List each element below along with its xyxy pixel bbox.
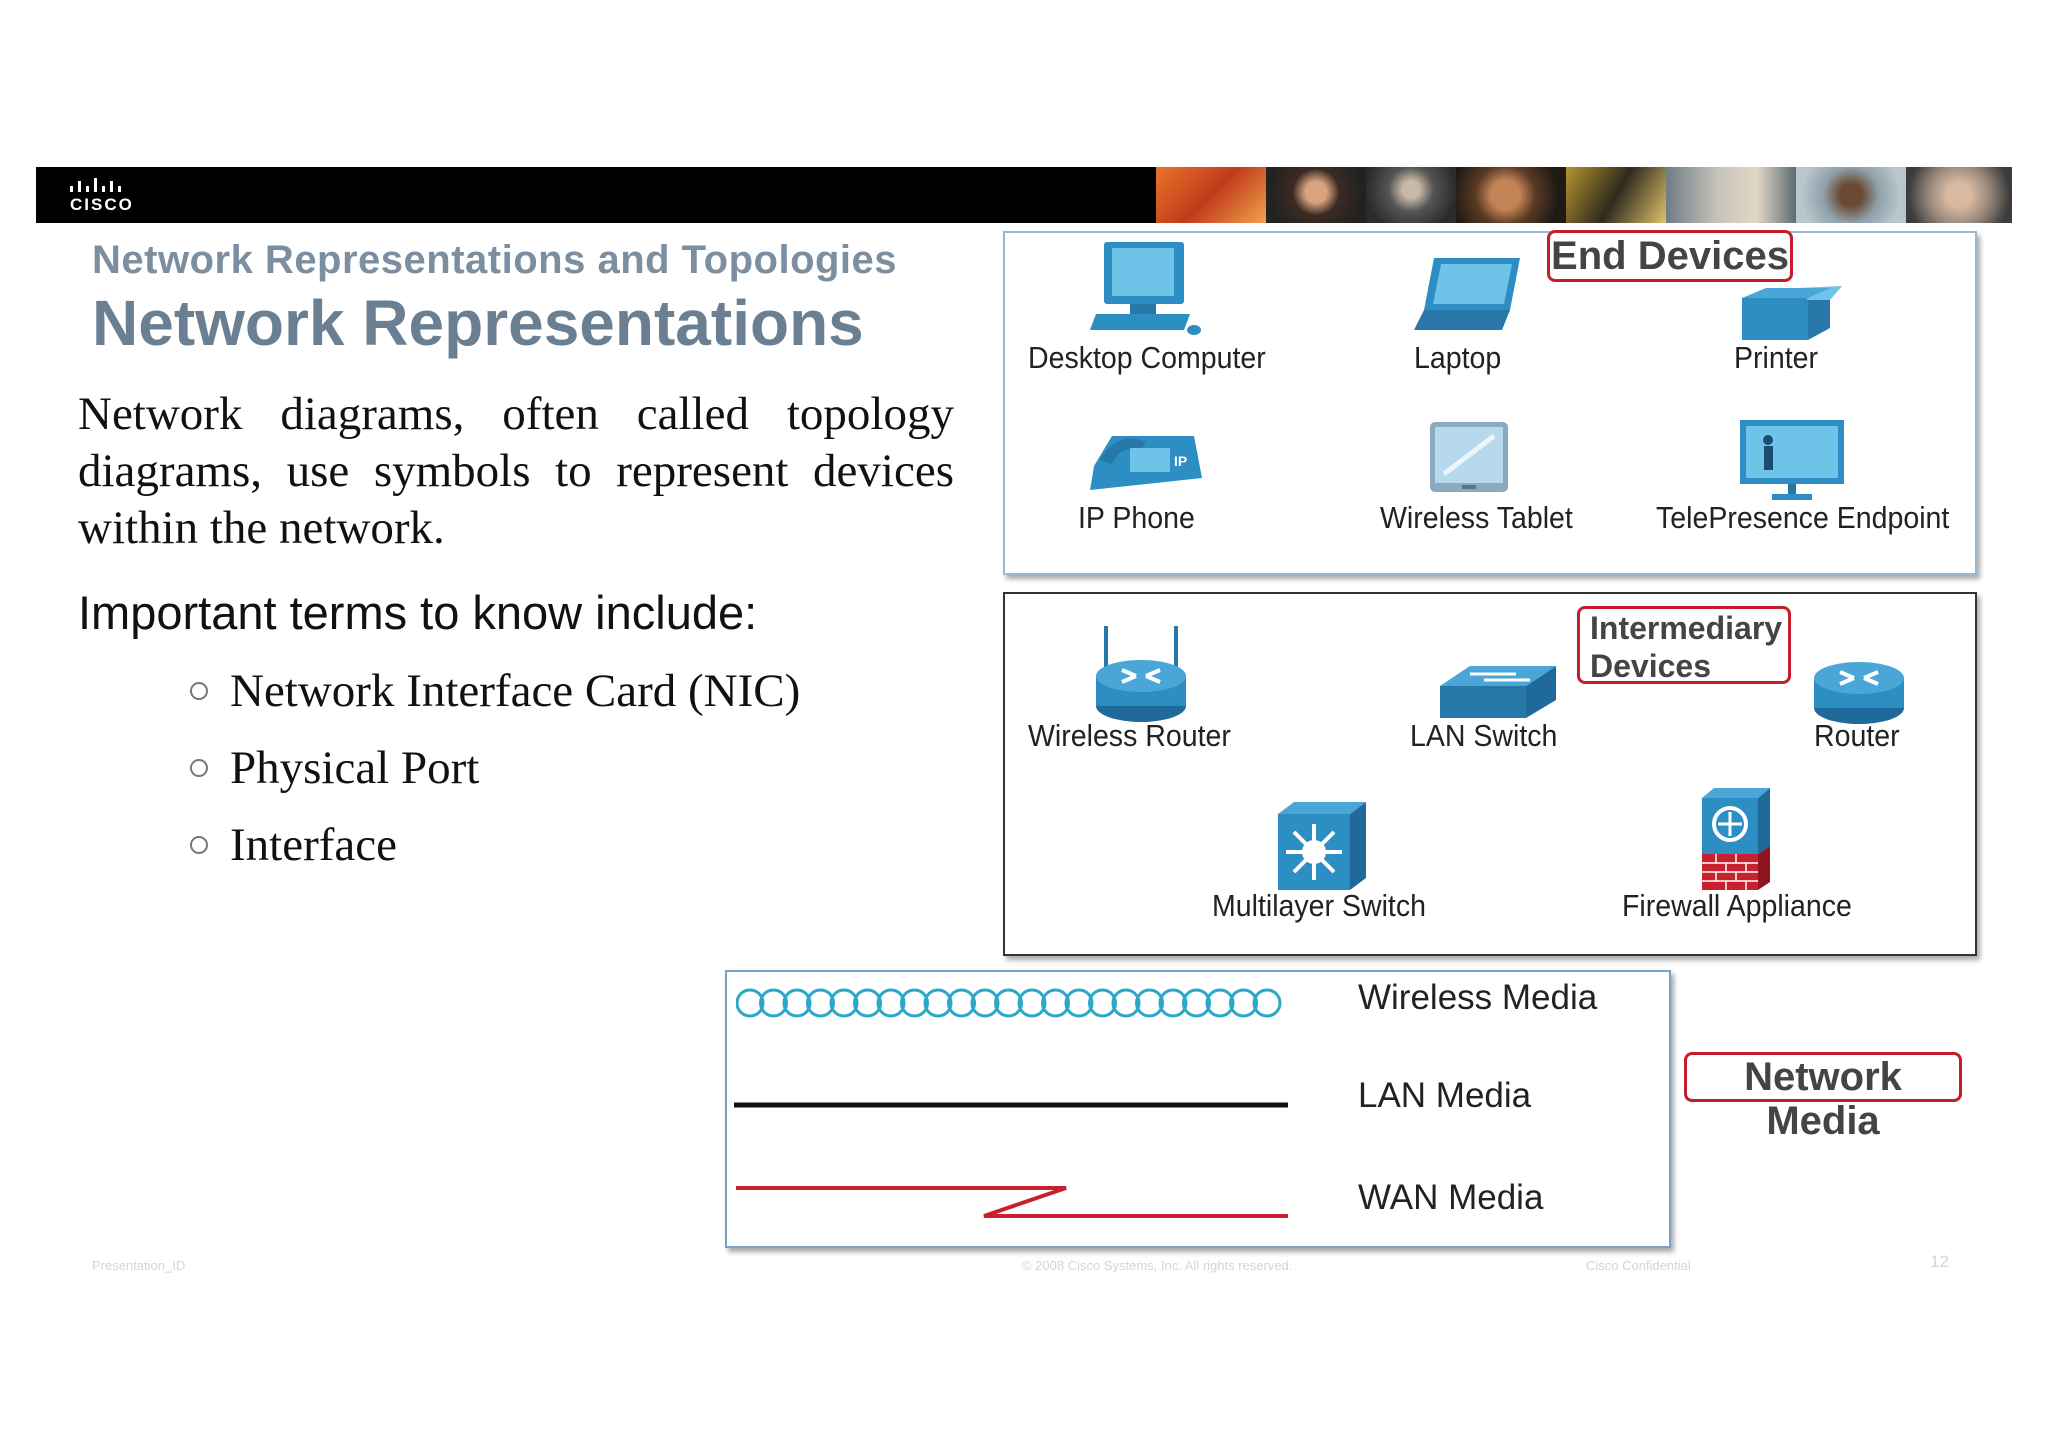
photo-tile (1266, 167, 1366, 223)
cisco-bars-icon (70, 178, 121, 192)
logo-text: CISCO (70, 195, 134, 214)
wireless-loop (1088, 988, 1117, 1018)
term-label: Network Interface Card (NIC) (230, 665, 801, 717)
callout-line: Devices (1590, 648, 1711, 684)
wireless-loop (736, 988, 765, 1018)
device-label: Laptop (1414, 340, 1502, 375)
device-label: Firewall Appliance (1622, 888, 1852, 923)
device-label: Router (1814, 718, 1900, 753)
wireless-loop (1182, 988, 1211, 1018)
lan-switch-icon (1440, 666, 1556, 718)
wireless-loop (970, 988, 1000, 1018)
device-label: TelePresence Endpoint (1656, 500, 1950, 535)
device-label: Printer (1734, 340, 1819, 375)
wireless-loop (1111, 988, 1141, 1018)
photo-tile (1366, 167, 1456, 223)
telepresence-endpoint-icon (1740, 420, 1844, 500)
printer-icon (1742, 286, 1842, 340)
firewall-appliance-icon (1702, 788, 1770, 890)
end-devices-callout: End Devices (1547, 230, 1793, 282)
bullet-circle-icon (190, 682, 208, 701)
wireless-loop (1017, 988, 1047, 1018)
term-item: Network Interface Card (NIC) (190, 664, 800, 718)
terms-heading: Important terms to know include: (78, 586, 758, 639)
device-label: Desktop Computer (1028, 340, 1266, 375)
wireless-tablet-icon (1430, 422, 1508, 492)
device-label: IP Phone (1078, 500, 1195, 535)
slide-subtitle: Network Representations and Topologies (92, 238, 898, 282)
callout-line: Intermediary (1590, 610, 1783, 646)
wireless-loop (1064, 988, 1094, 1018)
photo-tile (1566, 167, 1666, 223)
laptop-icon (1414, 258, 1520, 330)
wan-media-line-icon (736, 1186, 1288, 1218)
bullet-circle-icon (190, 836, 208, 855)
wireless-loop (1229, 988, 1258, 1018)
footer-presentation-id: Presentation_ID (92, 1258, 186, 1273)
photo-tile (1456, 167, 1566, 223)
photo-tile (1666, 167, 1796, 223)
term-item: Interface (190, 818, 397, 872)
footer-confidential: Cisco Confidential (1586, 1258, 1691, 1273)
device-label: Multilayer Switch (1212, 888, 1426, 923)
wireless-loop (806, 988, 835, 1018)
wireless-loop (782, 988, 812, 1018)
ip-phone-icon: IP (1090, 436, 1202, 490)
wireless-loop (1135, 988, 1164, 1018)
lan-media-line-icon (734, 1102, 1288, 1108)
wireless-loop (876, 988, 906, 1018)
media-label: LAN Media (1358, 1076, 1532, 1115)
media-label: WAN Media (1358, 1178, 1544, 1217)
wireless-loop (1205, 988, 1235, 1018)
wireless-loop (1041, 988, 1070, 1018)
device-label: Wireless Router (1028, 718, 1231, 753)
term-label: Physical Port (230, 742, 480, 794)
photo-tile (1906, 167, 2012, 223)
photo-strip (1156, 167, 2012, 223)
slide-title: Network Representations (92, 287, 864, 359)
wireless-loop (759, 988, 788, 1018)
wireless-media-line-icon (736, 988, 1282, 1018)
wireless-loop (994, 988, 1023, 1018)
intro-paragraph: Network diagrams, often called topology … (78, 388, 954, 554)
media-label: Wireless Media (1358, 978, 1598, 1017)
wireless-loop (900, 988, 929, 1018)
wireless-loop (829, 988, 859, 1018)
wireless-loop (1158, 988, 1188, 1018)
photo-tile (1156, 167, 1266, 223)
bullet-circle-icon (190, 759, 208, 778)
wireless-loop (947, 988, 976, 1018)
desktop-computer-icon (1090, 242, 1201, 335)
wireless-router-icon (1096, 626, 1186, 722)
footer-page-number: 12 (1930, 1252, 1949, 1271)
router-icon (1814, 662, 1904, 724)
network-media-callout: Network Media (1684, 1052, 1962, 1143)
wireless-loop (923, 988, 953, 1018)
term-item: Physical Port (190, 741, 479, 795)
cisco-logo: CISCO (64, 176, 154, 216)
intermediary-devices-callout: Intermediary Devices (1577, 606, 1791, 684)
term-label: Interface (230, 819, 397, 871)
wireless-loop (1252, 988, 1282, 1018)
svg-text:IP: IP (1174, 453, 1187, 469)
device-label: LAN Switch (1410, 718, 1558, 753)
device-label: Wireless Tablet (1380, 500, 1573, 535)
multilayer-switch-icon (1278, 802, 1366, 890)
photo-tile (1796, 167, 1906, 223)
intermediary-devices-panel (1003, 592, 1977, 956)
wireless-loop (853, 988, 882, 1018)
footer-copyright: © 2008 Cisco Systems, Inc. All rights re… (1022, 1258, 1293, 1273)
